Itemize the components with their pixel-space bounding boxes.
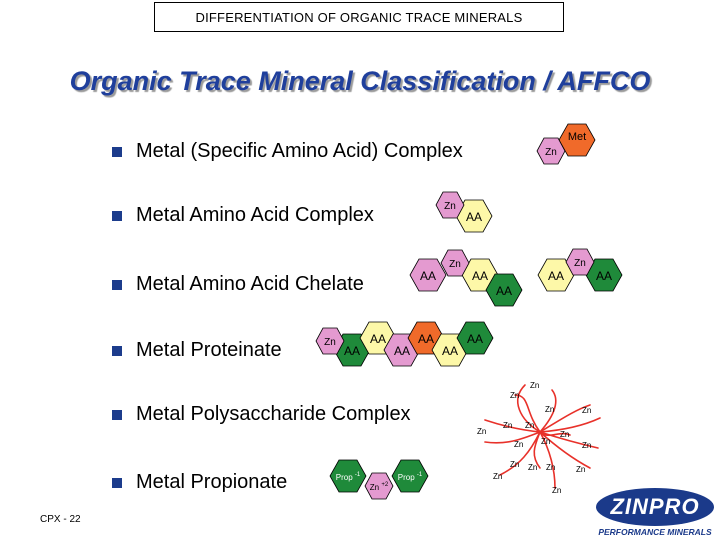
aa-label: AA — [548, 269, 564, 283]
zn-label: Zn — [510, 391, 519, 400]
zn-label: Zn — [546, 463, 555, 472]
bullet-proteinate: Metal Proteinate — [112, 339, 282, 362]
specific-complex-diagram: Zn Met — [536, 123, 596, 165]
bullet-label: Metal Polysaccharide Complex — [136, 403, 411, 425]
bullet-square-icon — [112, 146, 122, 157]
header-title-box: DIFFERENTIATION OF ORGANIC TRACE MINERAL… — [154, 2, 564, 32]
bullet-label: Metal Proteinate — [136, 339, 282, 361]
zinpro-logo-mark: ZINPRO — [596, 488, 714, 526]
prop-charge-label: -1 — [355, 472, 361, 478]
bullet-square-icon — [112, 477, 122, 488]
zn-label: Zn — [582, 406, 591, 415]
zn-label: Zn — [582, 441, 591, 450]
polysaccharide-diagram — [484, 384, 601, 489]
aa-label: AA — [442, 344, 458, 358]
zn-label: Zn — [574, 258, 586, 269]
met-label: Met — [568, 131, 586, 143]
propionate-diagram: Prop -1 Prop -1 Zn +2 — [329, 459, 429, 500]
zinpro-logo: ZINPRO PERFORMANCE MINERALS — [596, 488, 714, 538]
aa-label: AA — [467, 332, 483, 346]
bullet-amino-acid-chelate: Metal Amino Acid Chelate — [112, 273, 364, 296]
svg-text:Prop -1: Prop -1 — [336, 472, 361, 482]
polysaccharide-zn-labels: Zn Zn Zn Zn Zn Zn Zn Zn Zn Zn Zn Zn Zn Z… — [477, 381, 591, 495]
chelate-diagram-1: AA AA AA Zn — [409, 249, 523, 307]
bullet-label: Metal Amino Acid Complex — [136, 204, 374, 226]
svg-text:Zn +2: Zn +2 — [370, 482, 389, 492]
header-title: DIFFERENTIATION OF ORGANIC TRACE MINERAL… — [195, 9, 523, 25]
aa-label: AA — [496, 284, 512, 298]
bullet-amino-acid-complex: Metal Amino Acid Complex — [112, 204, 374, 227]
aa-label: AA — [596, 269, 612, 283]
bullet-label: Metal Amino Acid Chelate — [136, 273, 364, 295]
zn-label: Zn — [503, 421, 512, 430]
svg-text:Prop -1: Prop -1 — [398, 472, 423, 482]
zn-label: Zn — [552, 486, 561, 495]
zn-label: Zn — [324, 337, 336, 348]
bullet-specific-amino-acid-complex: Metal (Specific Amino Acid) Complex — [112, 140, 463, 163]
bullet-square-icon — [112, 210, 122, 221]
zn-label: Zn — [528, 463, 537, 472]
slide-title: Organic Trace Mineral Classification / A… — [69, 66, 651, 96]
prop-charge-label: -1 — [417, 472, 423, 478]
zn-label: Zn — [525, 421, 534, 430]
aa-label: AA — [370, 332, 386, 346]
chelate-diagram-2: AA AA Zn — [537, 248, 623, 292]
zn-label: Zn — [541, 437, 550, 446]
aa-label: AA — [344, 344, 360, 358]
aa-label: AA — [472, 269, 488, 283]
zn-label: Zn — [545, 147, 557, 158]
zn-label: Zn — [493, 472, 502, 481]
bullet-label: Metal (Specific Amino Acid) Complex — [136, 140, 463, 162]
bullet-square-icon — [112, 409, 122, 420]
bullet-propionate: Metal Propionate — [112, 471, 287, 494]
logo-name: ZINPRO — [610, 494, 700, 519]
aa-label: AA — [418, 332, 434, 346]
bullet-polysaccharide-complex: Metal Polysaccharide Complex — [112, 403, 411, 426]
prop-label: Prop — [398, 473, 415, 482]
zn-label: Zn — [510, 460, 519, 469]
prop-label: Prop — [336, 473, 353, 482]
proteinate-diagram: AA AA AA AA AA AA Zn — [315, 321, 494, 367]
zn-label: Zn — [514, 440, 523, 449]
zn-label: Zn — [477, 427, 486, 436]
zn-label: Zn — [560, 430, 569, 439]
bullet-label: Metal Propionate — [136, 471, 288, 493]
bullet-square-icon — [112, 345, 122, 356]
aa-label: AA — [394, 344, 410, 358]
aa-label: AA — [466, 210, 482, 224]
zn-label: Zn — [449, 259, 461, 270]
zn-charge-label: +2 — [381, 482, 389, 488]
zn-label: Zn — [370, 483, 379, 492]
logo-tagline: PERFORMANCE MINERALS — [598, 527, 712, 537]
zn-label: Zn — [444, 201, 456, 212]
zn-label: Zn — [530, 381, 539, 390]
aa-label: AA — [420, 269, 436, 283]
bullet-square-icon — [112, 279, 122, 290]
slide-code: CPX - 22 — [40, 514, 81, 525]
zn-label: Zn — [576, 465, 585, 474]
zn-label: Zn — [545, 405, 554, 414]
amino-acid-complex-diagram: Zn AA — [435, 191, 493, 233]
